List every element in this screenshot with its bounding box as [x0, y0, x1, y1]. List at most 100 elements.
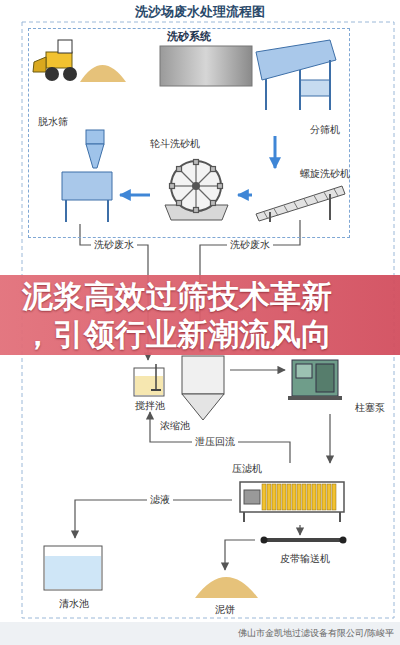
bucket-wheel-part — [192, 182, 200, 190]
bucket-wheel-part — [165, 205, 228, 220]
wheel-bucket — [210, 167, 215, 172]
edge-label: 滤液 — [147, 494, 173, 506]
filter-press-part — [339, 512, 341, 522]
storage-tank — [160, 46, 252, 86]
flow-line — [230, 369, 285, 370]
spiral-stroke — [264, 212, 268, 219]
tank-node: 清水池 — [38, 538, 110, 610]
plunger-pump-part — [316, 364, 334, 392]
bucket-wheel-part — [170, 160, 223, 213]
node-label: 浓缩池 — [160, 420, 190, 432]
filter-plate — [327, 484, 331, 510]
dewatering-screen — [62, 130, 112, 222]
spiral-stroke — [304, 199, 308, 206]
filter-press-part — [240, 482, 344, 512]
product-node: 泥饼 — [190, 570, 260, 616]
spiral-stroke — [324, 192, 328, 199]
loader-part — [58, 40, 72, 53]
spiral-washer-part — [269, 212, 271, 222]
plunger-pump — [288, 360, 342, 400]
spiral-washer-part — [329, 194, 331, 220]
filter-plate — [317, 484, 321, 510]
edge-label: 洗砂废水 — [91, 239, 137, 251]
node-label: 清水池 — [59, 598, 89, 610]
node-label: 压滤机 — [232, 463, 262, 475]
filter-plate — [262, 484, 266, 510]
filter-plate — [292, 484, 296, 510]
thickener-tank-part — [182, 394, 224, 420]
flow-line — [225, 540, 255, 570]
machine-node: 皮带输送机 — [255, 535, 355, 565]
wheel-bucket — [177, 167, 182, 172]
screen-machine-part — [329, 60, 331, 110]
wheel-bucket — [194, 208, 199, 213]
filter-plate — [282, 484, 286, 510]
mixing-tank-part — [151, 389, 161, 391]
spiral-washer-part — [264, 189, 338, 219]
diagram-title: 洗沙场废水处理流程图 — [0, 3, 400, 21]
belt-conveyor-part — [340, 537, 347, 544]
machine-node: 轮斗洗砂机 — [150, 138, 238, 220]
thickener-tank-part — [182, 356, 224, 394]
system-region: 洗砂系统脱水筛 分筛机轮斗洗砂机 螺旋洗砂机 — [28, 28, 350, 238]
mixing-tank-part — [155, 364, 157, 390]
loader-part — [45, 67, 59, 81]
filter-press-part — [243, 512, 245, 522]
sand-pile — [80, 65, 126, 82]
node-label: 螺旋洗砂机 — [300, 168, 350, 180]
tank-node: 搅拌池 — [128, 360, 172, 412]
dewatering-screen-part — [86, 130, 104, 144]
screen-machine-part — [265, 79, 267, 110]
screen-machine — [256, 40, 336, 110]
mixing-tank — [134, 364, 164, 396]
spiral-stroke — [274, 209, 278, 216]
wheel-bucket — [170, 184, 175, 189]
footer-credit: 佛山市金凯地过滤设备有限公司/陈峻平 — [238, 627, 394, 640]
node-label: 脱水筛 — [38, 116, 68, 128]
plunger-pump-part — [288, 396, 342, 400]
clear-water-tank — [44, 546, 102, 590]
belt-conveyor — [261, 537, 347, 544]
filter-press-part — [262, 484, 336, 510]
node-label: 搅拌池 — [135, 400, 165, 412]
spiral-stroke — [284, 205, 288, 212]
loader — [33, 40, 77, 81]
wheel-bucket — [218, 184, 223, 189]
spiral-washer-part — [256, 186, 345, 221]
machine-node: 脱水筛 — [38, 116, 120, 224]
spiral-washer — [256, 186, 345, 222]
loader-part — [33, 57, 46, 72]
process-arrow — [238, 194, 252, 197]
footer-strip — [0, 622, 400, 645]
belt-conveyor-part — [261, 537, 268, 544]
dewatering-screen-part — [107, 200, 109, 222]
spiral-stroke — [294, 202, 298, 209]
mud-cake-pile — [195, 577, 258, 598]
edge-label: 洗砂废水 — [227, 239, 273, 251]
screen-machine-part — [300, 80, 330, 96]
thickener-tank — [182, 356, 224, 420]
spiral-stroke — [334, 189, 338, 196]
node-label: 泥饼 — [215, 604, 235, 616]
dewatering-screen-part — [65, 200, 67, 222]
machine-node: 柱塞泵 — [285, 352, 385, 414]
tank-node: 浓缩池 — [160, 352, 230, 432]
wheel-bucket — [177, 200, 182, 205]
flow-line — [329, 414, 330, 463]
filter-plate — [287, 484, 291, 510]
edge-label: 泄压回流 — [192, 436, 238, 448]
loader-part — [46, 52, 72, 68]
machine-node: 压滤机 — [232, 463, 347, 525]
machine-node: 分筛机 — [250, 38, 340, 136]
filter-plate — [322, 484, 326, 510]
wheel-bucket — [210, 200, 215, 205]
clear-water-tank-part — [45, 556, 101, 589]
node-label: 洗砂系统 — [167, 31, 211, 43]
node-label: 皮带输送机 — [280, 553, 330, 565]
bucket-wheel-part — [171, 161, 221, 211]
process-arrow — [274, 136, 277, 168]
filter-plate — [267, 484, 271, 510]
filter-plate — [332, 484, 336, 510]
filter-plate — [297, 484, 301, 510]
filter-plate — [272, 484, 276, 510]
